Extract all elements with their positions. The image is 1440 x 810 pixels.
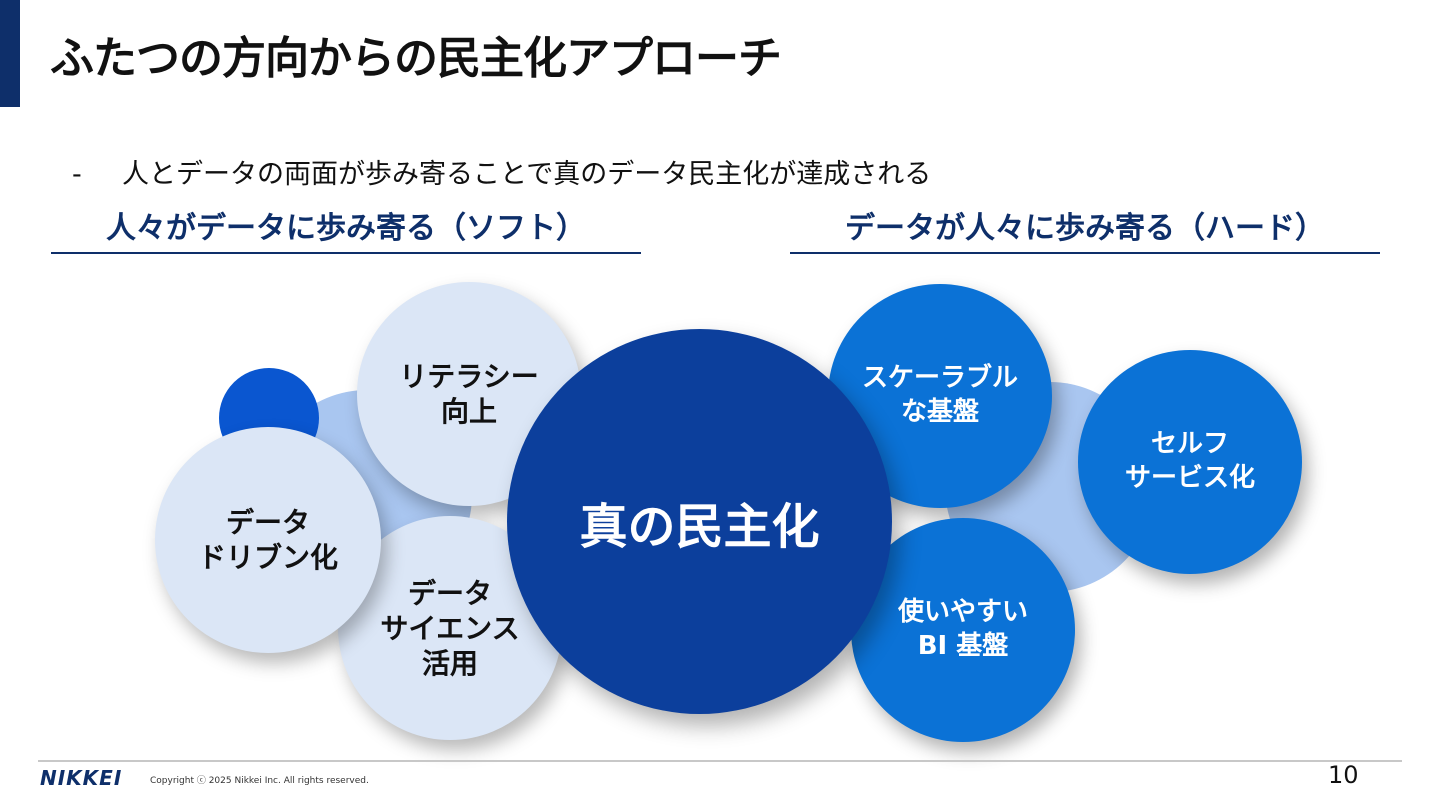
circle-center-label: 真の民主化 <box>579 498 820 555</box>
circle-data-driven-label: データ ドリブン化 <box>197 506 338 574</box>
title-accent-bar <box>0 0 20 107</box>
circle-scalable-label: スケーラブル な基盤 <box>861 363 1018 427</box>
circle-literacy-label: リテラシー 向上 <box>399 360 539 428</box>
section-header-soft: 人々がデータに歩み寄る（ソフト） <box>51 206 641 254</box>
section-header-hard: データが人々に歩み寄る（ハード） <box>790 206 1380 254</box>
circle-self-service: セルフ サービス化 <box>1078 350 1302 574</box>
bullet-item: - 人とデータの両面が歩み寄ることで真のデータ民主化が達成される <box>72 152 931 191</box>
slide-title: ふたつの方向からの民主化アプローチ <box>50 33 782 84</box>
bullet-text: 人とデータの両面が歩み寄ることで真のデータ民主化が達成される <box>122 159 932 190</box>
nikkei-logo: NIKKEI <box>40 766 123 790</box>
circle-bi-label: 使いやすい BI 基盤 <box>897 597 1028 661</box>
footer-divider <box>38 760 1402 762</box>
bullet-dash: - <box>72 159 82 190</box>
circle-self-service-label: セルフ サービス化 <box>1124 429 1255 493</box>
copyright-text: Copyright ⓒ 2025 Nikkei Inc. All rights … <box>150 776 369 786</box>
circle-data-science-label: データ サイエンス 活用 <box>380 576 520 680</box>
circle-data-driven: データ ドリブン化 <box>155 427 381 653</box>
circle-true-democratization: 真の民主化 <box>507 329 892 714</box>
page-number: 10 <box>1328 761 1359 789</box>
